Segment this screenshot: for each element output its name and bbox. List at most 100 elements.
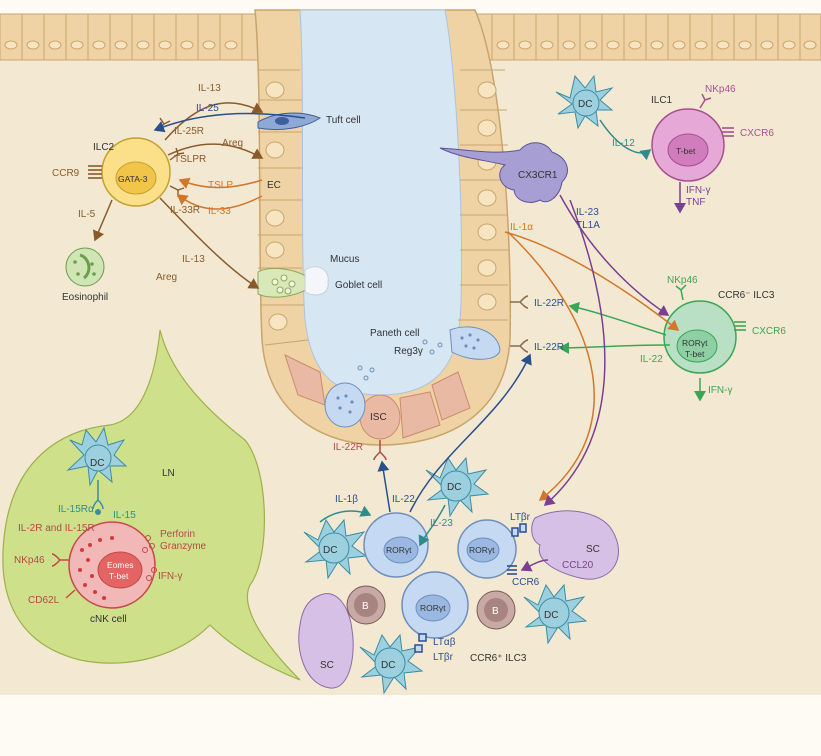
b-left-label: B <box>362 601 369 612</box>
rorgt-left-label: RORγt <box>386 545 412 555</box>
il23-right-label: IL-23 <box>576 207 599 218</box>
cx3cr1-cell <box>439 142 568 203</box>
tslp-label: TSLP <box>208 180 233 191</box>
nkp46-ilc1-receptor <box>699 93 712 109</box>
ltbr-top-label: LTβr <box>510 512 531 523</box>
stromal-cell-right <box>531 510 619 580</box>
il2r-il15r-label: IL-2R and IL-15R <box>18 523 95 534</box>
cd62l-label: CD62L <box>28 595 60 606</box>
reg3g-granules <box>357 339 443 381</box>
il22-bottom-label: IL-22 <box>392 494 415 505</box>
il33-label: IL-33 <box>208 206 231 217</box>
dc-ln-label: DC <box>90 458 104 469</box>
nkp46-cnk-receptor <box>51 553 70 567</box>
dc-top-label: DC <box>578 99 592 110</box>
perforin-granules <box>142 535 157 581</box>
il12-label: IL-12 <box>612 138 635 149</box>
ccr6neg-ilc3-nucleus <box>676 329 718 363</box>
base-cell-right1 <box>399 391 441 439</box>
dc-bottom-right <box>523 583 588 645</box>
ilc3-tbet-label: T-bet <box>685 349 705 359</box>
b-right-label: B <box>492 606 499 617</box>
eosinophil-cell <box>65 247 105 287</box>
il33r-label: IL-33R <box>170 205 200 216</box>
ccr6pos-ilc3-label: CCR6⁺ ILC3 <box>470 653 527 664</box>
areg-bottom-label: Areg <box>156 272 177 283</box>
ilc1-ifng-label: IFN-γ <box>686 185 710 196</box>
rorgt-right-label: RORγt <box>469 545 495 555</box>
ltab-label: LTαβ <box>433 637 456 648</box>
ltbr-bottom-label: LTβr <box>433 652 454 663</box>
il22r-right2-label: IL-22R <box>534 342 564 353</box>
il5-label: IL-5 <box>78 209 96 220</box>
crypt-nuclei <box>265 81 497 331</box>
gata3-label: GATA-3 <box>118 174 148 184</box>
cnk-tbet-label: T-bet <box>109 571 129 581</box>
top-epithelium <box>0 13 821 61</box>
dc-bottom-top-label: DC <box>447 482 461 493</box>
areg-top-label: Areg <box>222 138 243 149</box>
ilc2-nucleus <box>115 161 157 195</box>
cxcr6-ilc1-receptor <box>722 127 734 137</box>
sc-left-label: SC <box>320 660 334 671</box>
goblet-cell-label: Goblet cell <box>335 280 382 291</box>
ccr6neg-ilc3-label: CCR6⁻ ILC3 <box>718 290 775 301</box>
paneth-cell-bottom <box>324 382 366 428</box>
granzyme-label: Granzyme <box>160 541 207 552</box>
ilc1-tbet-label: T-bet <box>676 146 696 156</box>
dc-bottom-right-label: DC <box>544 610 558 621</box>
sc-right-label: SC <box>586 544 600 555</box>
ccr9-label: CCR9 <box>52 168 80 179</box>
cxcr6-ilc1-label: CXCR6 <box>740 128 774 139</box>
reg3g-label: Reg3γ <box>394 346 423 357</box>
ccl20-label: CCL20 <box>562 560 594 571</box>
il1b-label: IL-1β <box>335 494 358 505</box>
ilc1-nucleus <box>667 133 709 167</box>
ltab-receptor <box>414 633 427 653</box>
eosinophil-label: Eosinophil <box>62 292 108 303</box>
dc-bottom-left <box>303 518 368 580</box>
mucus <box>304 266 329 296</box>
ln-label: LN <box>162 468 175 479</box>
ilc1-tnf-label: TNF <box>686 197 705 208</box>
dc-bottom-top <box>425 456 490 518</box>
ccr6-label: CCR6 <box>512 577 540 588</box>
lymph-node <box>2 329 301 681</box>
dc-bottom-left-label: DC <box>323 545 337 556</box>
stromal-cell-left <box>298 593 354 689</box>
nkp46-ilc3-receptor <box>675 284 687 301</box>
dc-ln-cell <box>66 426 128 487</box>
ilc3-ifng-label: IFN-γ <box>708 385 732 396</box>
ccr6-receptor <box>507 565 517 575</box>
il25r-label: IL-25R <box>174 126 204 137</box>
ccr9-receptor <box>88 165 102 179</box>
paneth-cell-right <box>449 326 501 360</box>
cnk-nucleus <box>97 551 143 589</box>
perforin-label: Perforin <box>160 529 195 540</box>
nkp46-ilc1-label: NKp46 <box>705 84 736 95</box>
isc-label: ISC <box>370 412 387 423</box>
il25-label: IL-25 <box>196 103 219 114</box>
cxcr6-ilc3-label: CXCR6 <box>752 326 786 337</box>
nkp46-cnk-label: NKp46 <box>14 555 45 566</box>
dc-bottom-center <box>359 633 424 695</box>
tl1a-label: TL1A <box>576 220 600 231</box>
il1a-label: IL-1α <box>510 222 533 233</box>
il22r-right1-label: IL-22R <box>534 298 564 309</box>
cxcr6-ilc3-receptor <box>734 321 746 331</box>
il15-label: IL-15 <box>113 510 136 521</box>
eomes-label: Eomes <box>107 560 133 570</box>
ilc2-label: ILC2 <box>93 142 115 153</box>
il22-right-label: IL-22 <box>640 354 663 365</box>
crypt-cell-borders <box>258 69 508 346</box>
arrows <box>92 102 706 572</box>
il13-bottom-label: IL-13 <box>182 254 205 265</box>
il23-bottom-label: IL-23 <box>430 518 453 529</box>
ilc3-rorgt-label: RORγt <box>682 338 708 348</box>
paneth-cell-label: Paneth cell <box>370 328 419 339</box>
tuft-cell-label: Tuft cell <box>326 115 361 126</box>
ilc1-label: ILC1 <box>651 95 673 106</box>
il22r-isc-label: IL-22R <box>333 442 363 453</box>
tslpr-label: TSLPR <box>174 154 206 165</box>
cnk-ifng-label: IFN-γ <box>158 571 182 582</box>
